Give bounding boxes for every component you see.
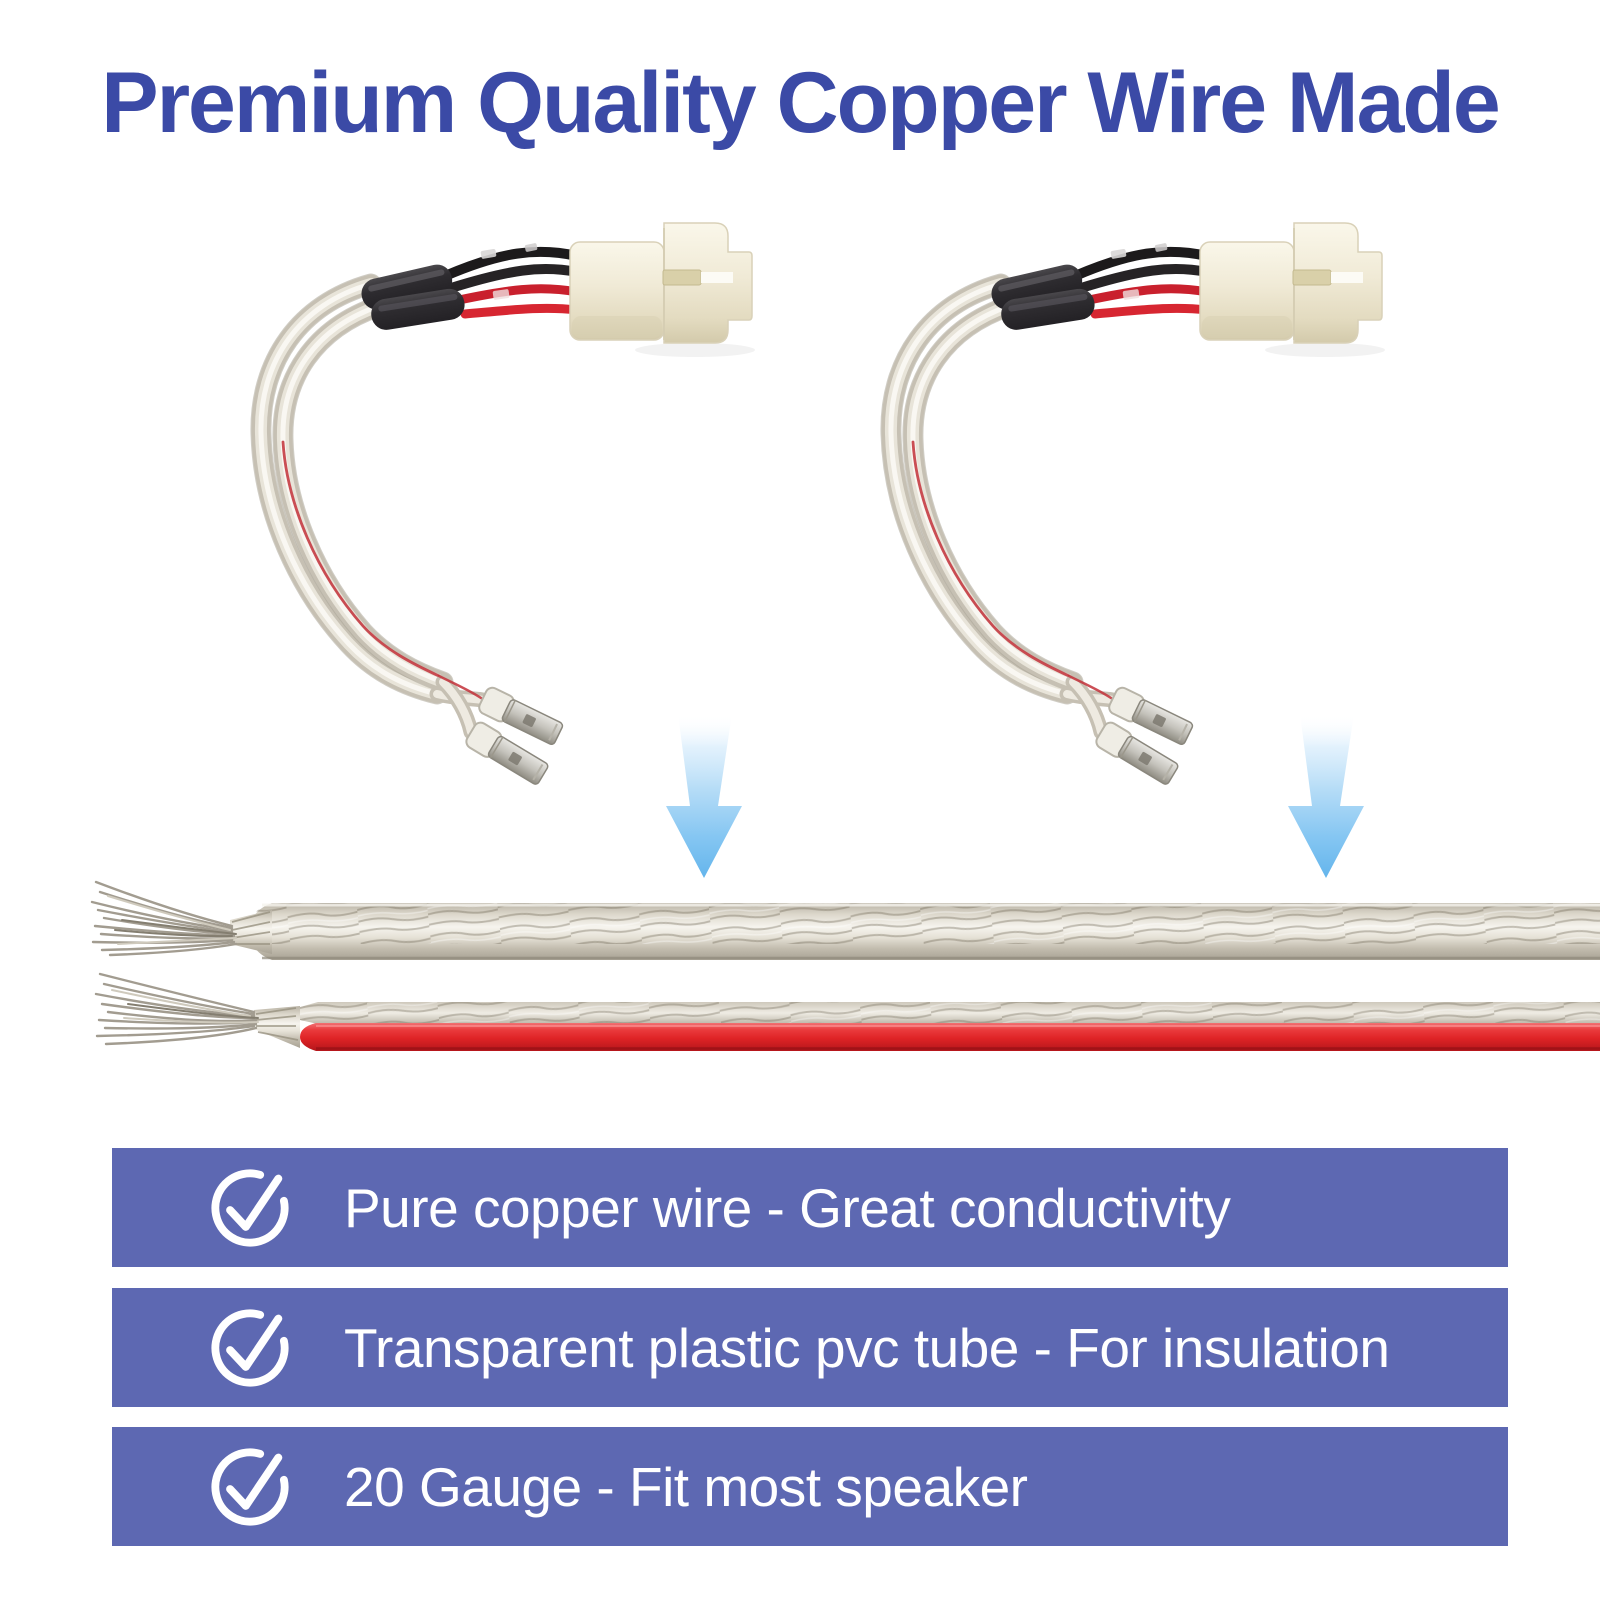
- feature-item-gauge: 20 Gauge - Fit most speaker: [112, 1427, 1508, 1546]
- clear-wire-image: [90, 880, 1600, 960]
- feature-item-insulation: Transparent plastic pvc tube - For insul…: [112, 1288, 1508, 1407]
- harness-photo-left: [225, 192, 785, 802]
- down-arrow-icon: [645, 712, 765, 882]
- feature-label: 20 Gauge - Fit most speaker: [344, 1455, 1028, 1518]
- page-title: Premium Quality Copper Wire Made: [101, 55, 1501, 151]
- check-circle-icon: [208, 1445, 292, 1529]
- check-circle-icon: [208, 1166, 292, 1250]
- feature-label: Pure copper wire - Great conductivity: [344, 1176, 1231, 1239]
- feature-item-conductivity: Pure copper wire - Great conductivity: [112, 1148, 1508, 1267]
- check-circle-icon: [208, 1306, 292, 1390]
- red-wire-image: [94, 972, 1600, 1051]
- harness-photo-right: [855, 192, 1415, 802]
- feature-label: Transparent plastic pvc tube - For insul…: [344, 1316, 1390, 1379]
- down-arrow-icon: [1267, 712, 1387, 882]
- wire-closeup-image: [90, 880, 1600, 1051]
